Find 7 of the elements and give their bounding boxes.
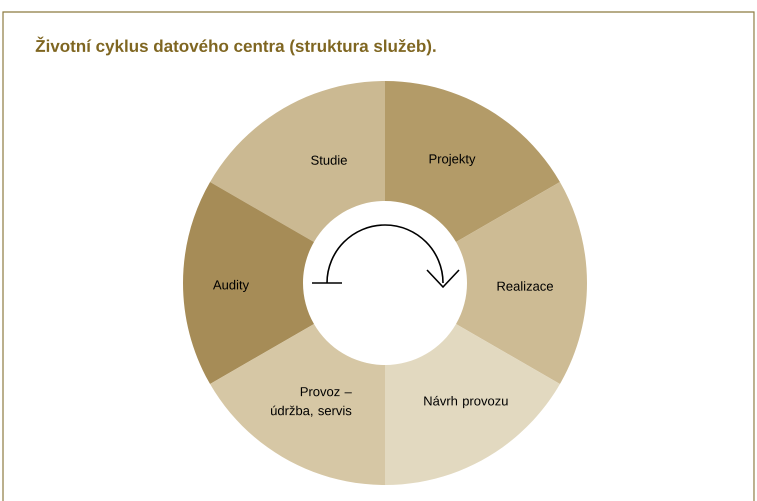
ring-segment: Návrh provozu	[385, 324, 560, 485]
ring-segment: Audity	[183, 182, 314, 384]
title: Životní cyklus datového centra (struktura služeb).	[36, 36, 436, 56]
ring-segment: Studie	[210, 81, 385, 242]
ring-segment: Provoz – údržba, servis	[210, 324, 385, 485]
ring-segment: Projekty	[385, 81, 560, 242]
ring-segment: Realizace	[456, 182, 587, 384]
